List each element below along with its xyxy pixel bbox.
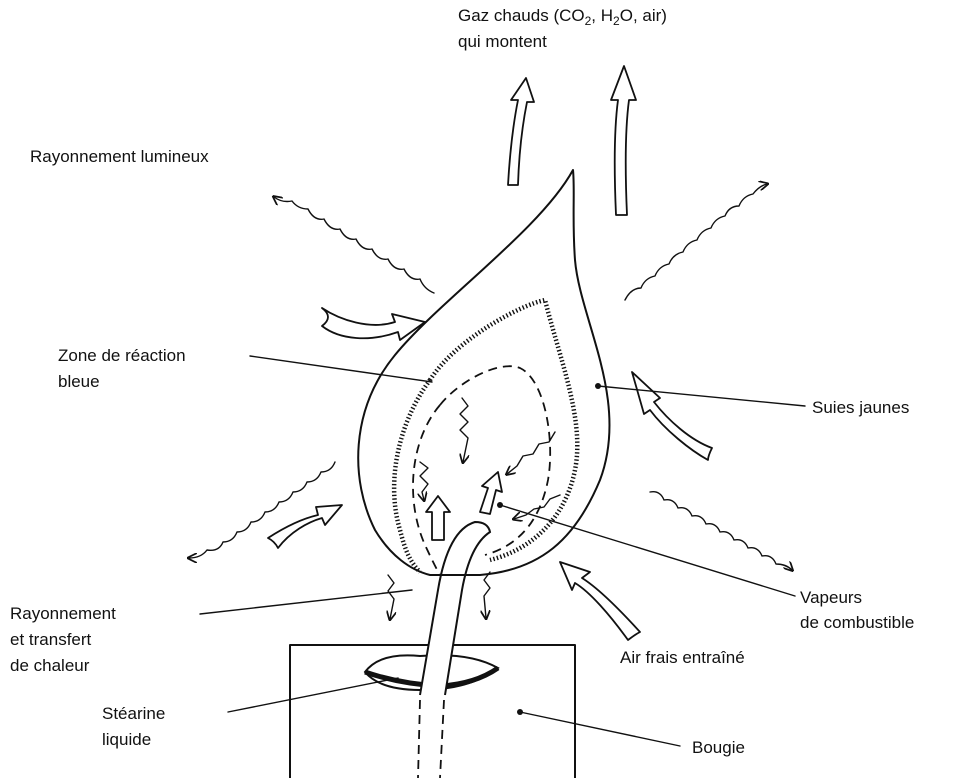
label-fuel-vapors: Vapeurs <box>800 586 862 610</box>
label-fuel-vapors-line2: de combustible <box>800 611 914 635</box>
label-luminous-radiation: Rayonnement lumineux <box>30 145 209 169</box>
label-candle: Bougie <box>692 736 745 760</box>
label-heat-transfer-line2: et transfert <box>10 628 91 652</box>
label-hot-gases-line2: qui montent <box>458 30 547 54</box>
label-liquid-stearin: Stéarine <box>102 702 165 726</box>
label-heat-transfer-line3: de chaleur <box>10 654 89 678</box>
flame-outline <box>358 170 609 575</box>
air-flow-arrows <box>268 308 712 640</box>
label-heat-transfer: Rayonnement <box>10 602 116 626</box>
label-hot-gases: Gaz chauds (CO2, H2O, air) <box>458 4 667 29</box>
wick <box>418 522 490 778</box>
label-yellow-soot: Suies jaunes <box>812 396 909 420</box>
label-reaction-zone-line2: bleue <box>58 370 100 394</box>
label-reaction-zone: Zone de réaction <box>58 344 186 368</box>
label-liquid-stearin-line2: liquide <box>102 728 151 752</box>
inner-dashed-zone <box>413 366 550 575</box>
label-fresh-air: Air frais entraîné <box>620 646 745 670</box>
rising-gas-arrows <box>508 66 636 215</box>
